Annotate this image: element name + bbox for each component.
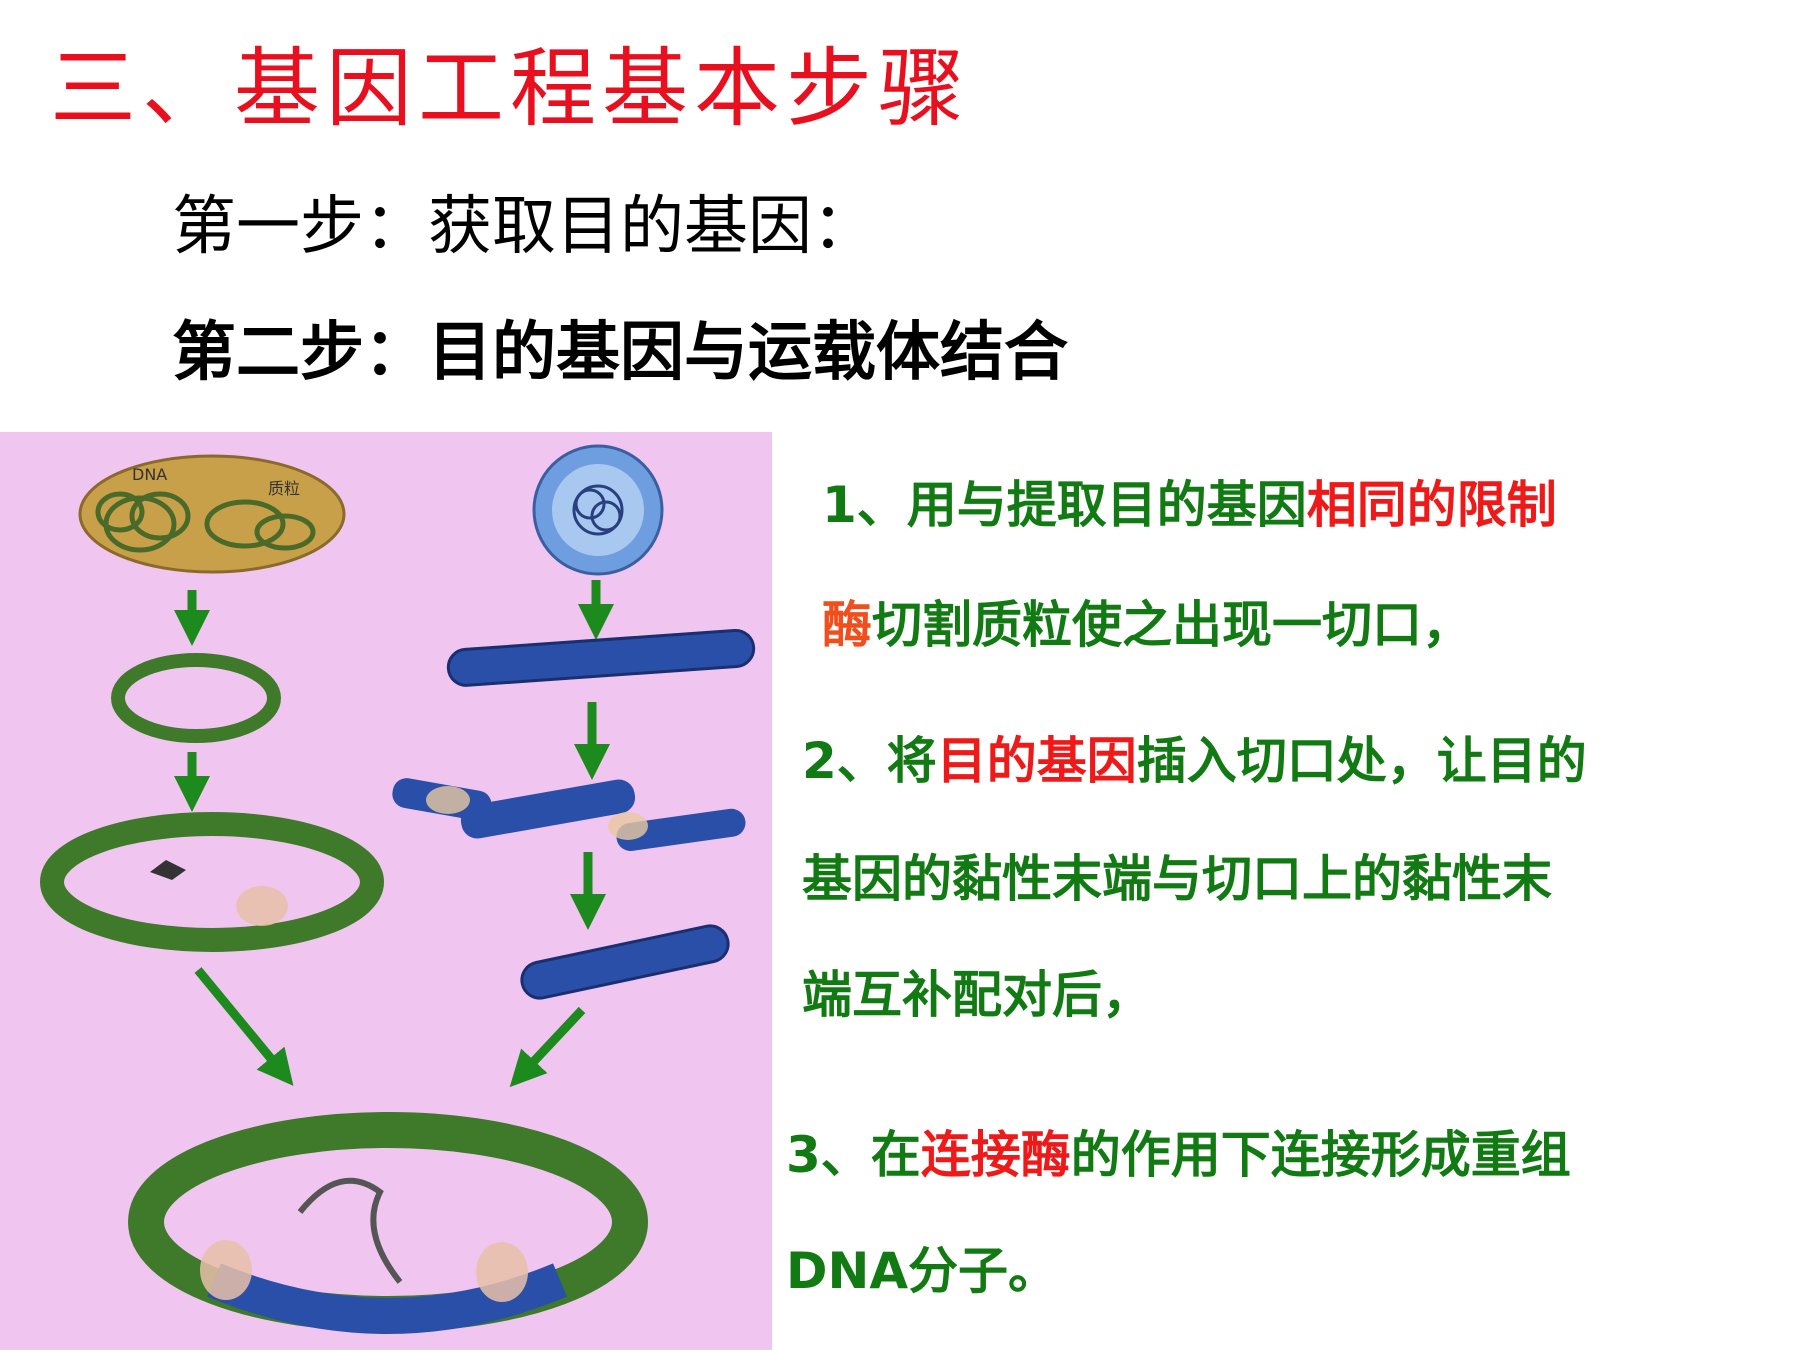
- donor-cell-icon: [532, 444, 664, 576]
- desc-text: 切割质粒使之出现一切口，: [872, 596, 1472, 654]
- desc-line-7: DNA分子。: [786, 1242, 1059, 1300]
- desc-line-3: 2、将目的基因插入切口处，让目的: [802, 734, 1587, 789]
- step1-heading: 第一步：获取目的基因：: [172, 190, 876, 264]
- slide-title: 三、基因工程基本步骤: [50, 39, 970, 139]
- donor-dna-strand: [446, 629, 756, 687]
- desc-line-6: 3、在连接酶的作用下连接形成重组: [786, 1128, 1571, 1183]
- desc-text: 插入切口处，让目的: [1136, 732, 1587, 790]
- bacterium-icon: DNA 质粒: [78, 454, 346, 574]
- desc-line-1: 1、用与提取目的基因相同的限制: [822, 478, 1557, 533]
- desc-highlight: 相同的限制: [1306, 476, 1557, 534]
- desc-text: 2、将: [802, 732, 937, 790]
- desc-line-2: 酶切割质粒使之出现一切口，: [822, 598, 1472, 653]
- desc-line-4: 基因的黏性末端与切口上的黏性末: [802, 850, 1552, 908]
- cut-donor-dna: [392, 778, 746, 851]
- desc-highlight: 连接酶: [920, 1126, 1071, 1184]
- desc-text: 的作用下连接形成重组: [1070, 1126, 1571, 1184]
- recombination-diagram: DNA 质粒: [0, 432, 772, 1350]
- diagram-svg: DNA 质粒: [40, 444, 756, 1334]
- plasmid-ring: [111, 653, 281, 743]
- desc-text: 3、在: [786, 1126, 921, 1184]
- target-gene-fragment: [520, 924, 730, 1000]
- recombinant-dna-ring: [128, 1112, 648, 1334]
- step2-heading: 第二步：目的基因与运载体结合: [172, 316, 1068, 390]
- dna-label: DNA: [132, 465, 167, 484]
- plasmid-label: 质粒: [268, 479, 300, 498]
- process-arrows: [174, 580, 614, 1088]
- cut-plasmid: [40, 812, 384, 952]
- desc-highlight: 目的基因: [936, 732, 1137, 790]
- desc-line-5: 端互补配对后，: [802, 966, 1152, 1024]
- desc-text: 1、用与提取目的基因: [822, 476, 1307, 534]
- desc-highlight: 酶: [822, 596, 872, 654]
